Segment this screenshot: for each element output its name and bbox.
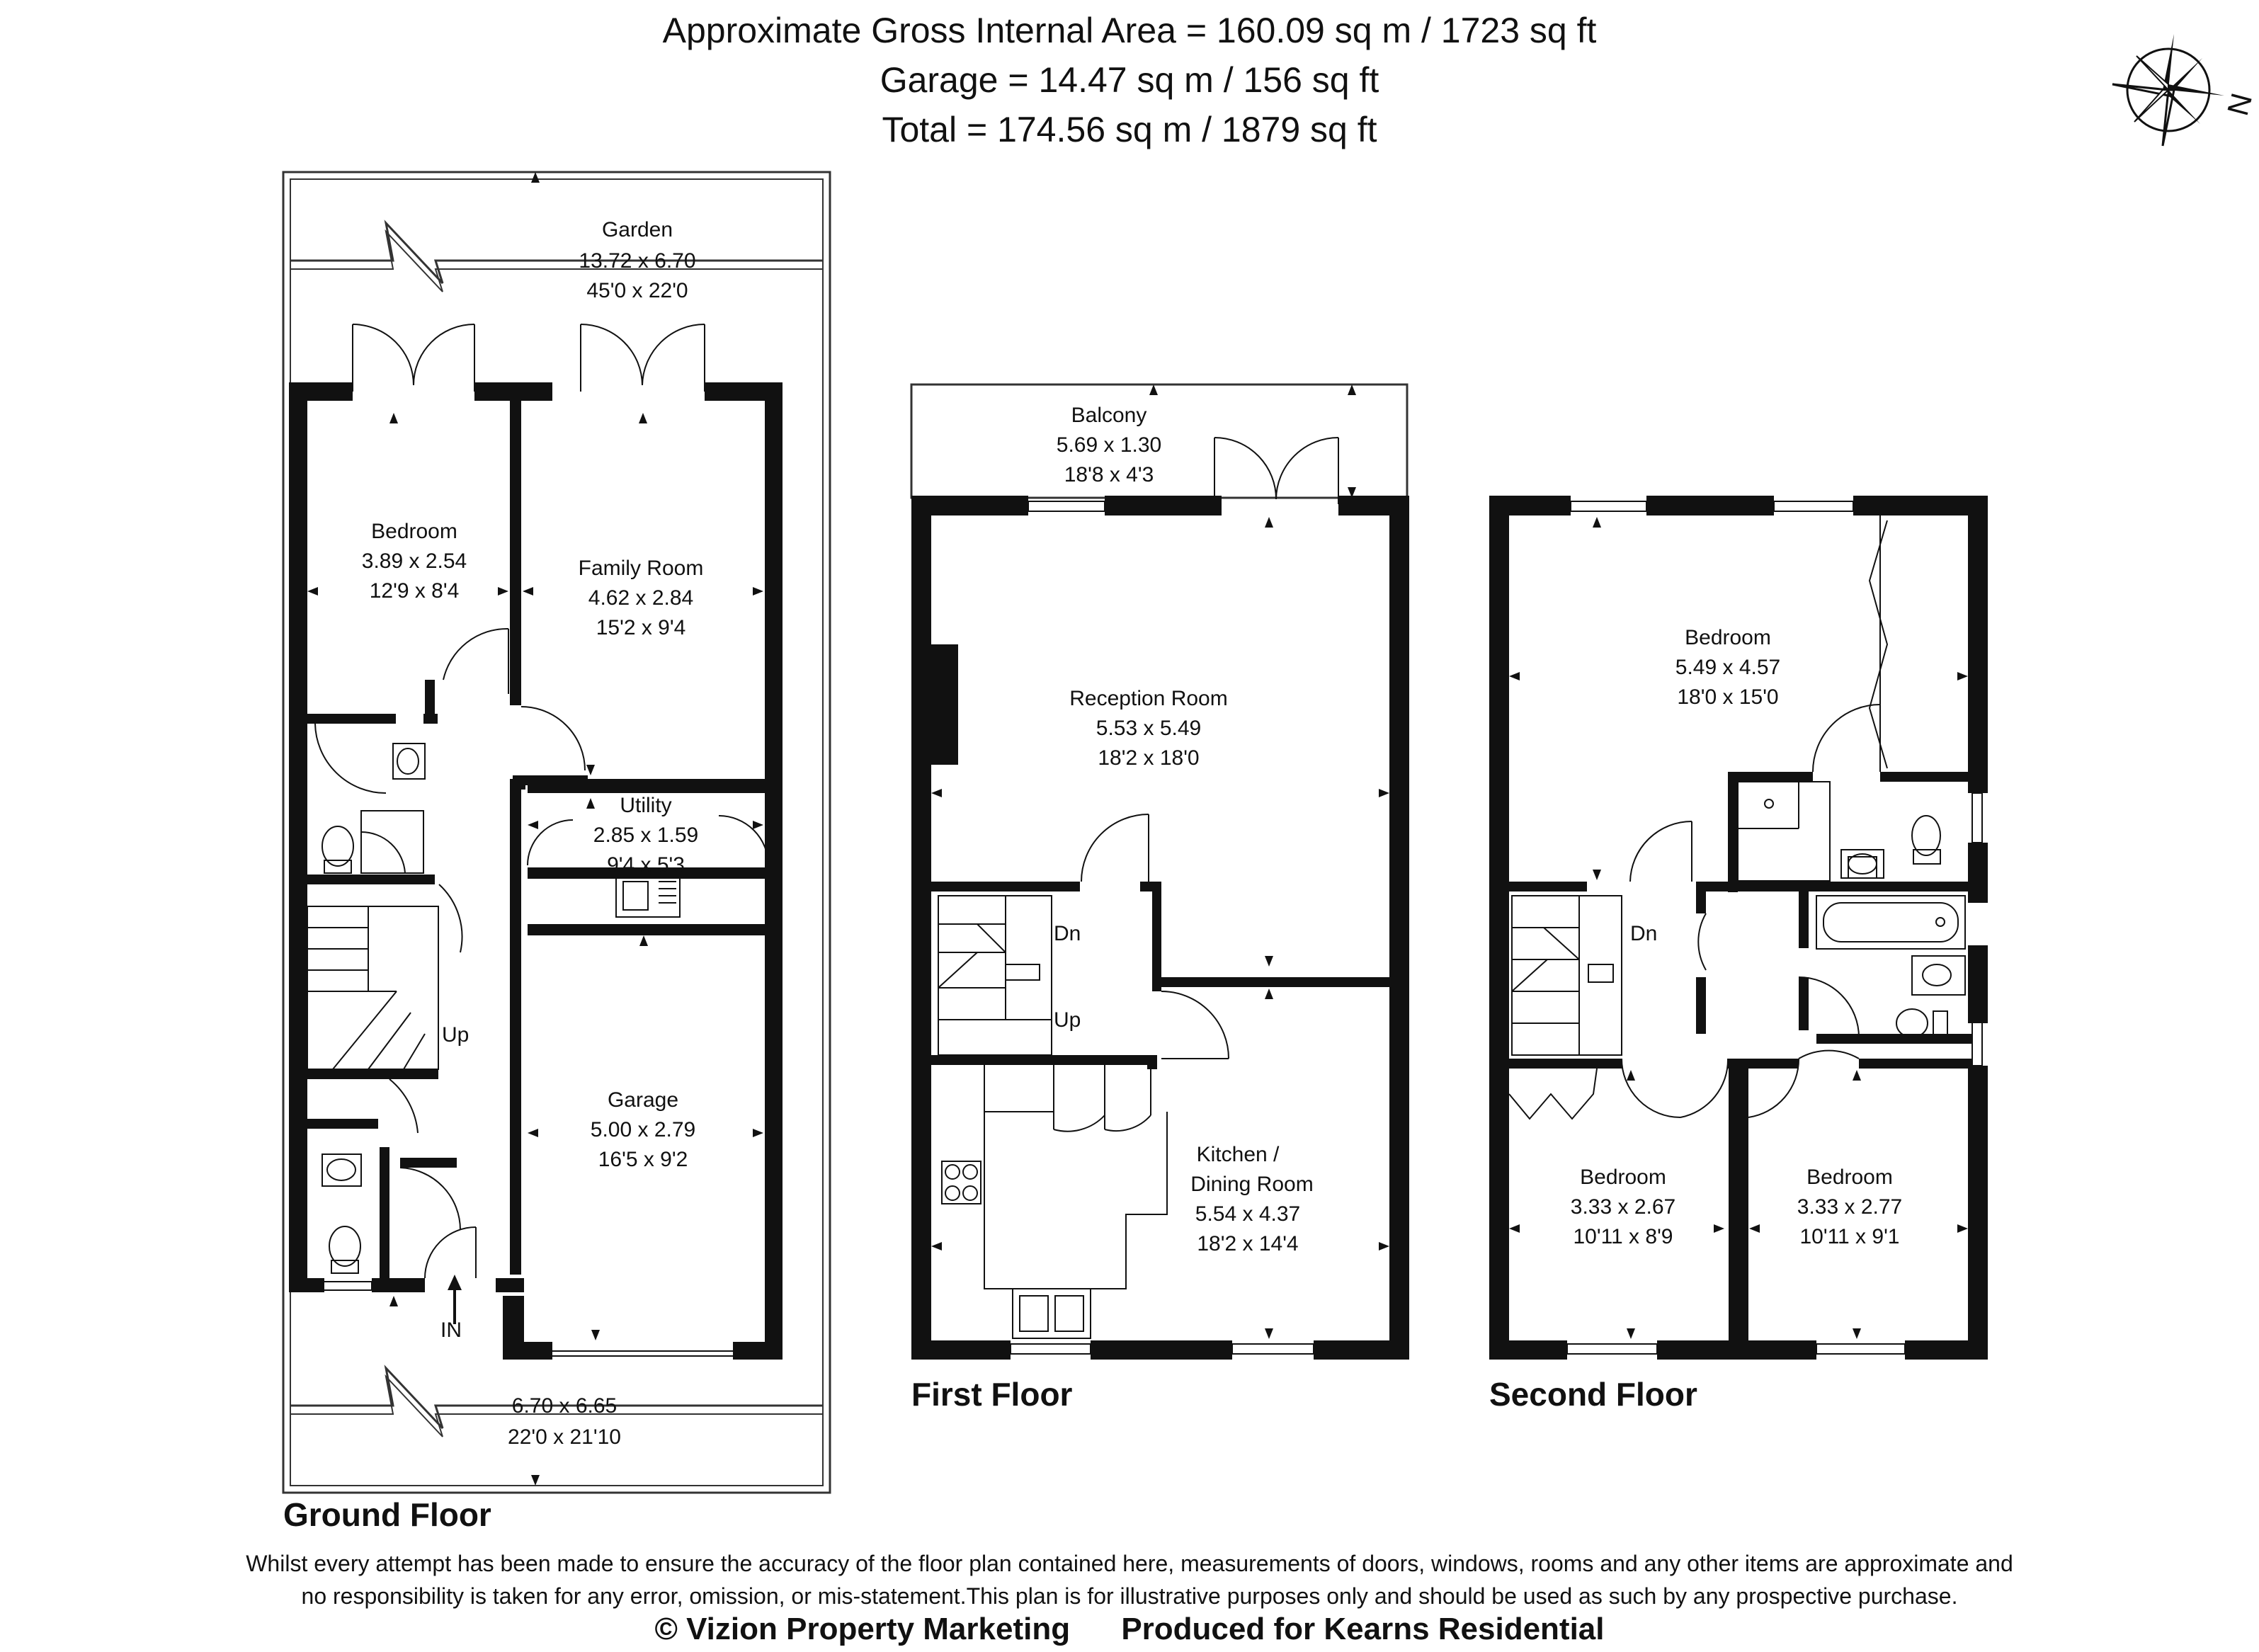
garden-imperial: 45'0 x 22'0 (586, 279, 688, 302)
gf-bedroom-metric: 3.89 x 2.54 (362, 549, 467, 573)
garden-metric: 13.72 x 6.70 (579, 249, 695, 273)
kitchen-name-line2: Dining Room (1190, 1173, 1313, 1196)
utility-name: Utility (620, 794, 671, 817)
first-floor-plan: Balcony 5.69 x 1.30 18'8 x 4'3 Reception… (910, 383, 1409, 1360)
disclaimer-line-1: Whilst every attempt has been made to en… (246, 1551, 2013, 1576)
garage-imperial: 16'5 x 9'2 (598, 1148, 688, 1171)
front-imperial: 22'0 x 21'10 (508, 1425, 621, 1449)
garage-name: Garage (608, 1088, 678, 1112)
second-floor-label: Second Floor (1489, 1376, 1697, 1413)
copyright-text: © Vizion Property Marketing (654, 1612, 1071, 1646)
ground-floor-label: Ground Floor (283, 1496, 491, 1533)
front-break-line (290, 1365, 823, 1430)
sf-master-bedroom-name: Bedroom (1685, 626, 1771, 649)
balcony-imperial: 18'8 x 4'3 (1064, 463, 1154, 486)
sf-bedroom-left-imperial: 10'11 x 8'9 (1573, 1225, 1673, 1248)
garage-metric: 5.00 x 2.79 (591, 1118, 695, 1141)
family-room-imperial: 15'2 x 9'4 (596, 616, 686, 639)
utility-imperial: 9'4 x 5'3 (607, 853, 685, 877)
gf-bedroom-name: Bedroom (371, 520, 457, 543)
north-label: N (2221, 90, 2258, 119)
ground-floor-plan: Garden 13.72 x 6.70 45'0 x 22'0 Bedroom … (282, 171, 831, 1494)
entrance-label: IN (440, 1318, 462, 1342)
utility-metric: 2.85 x 1.59 (593, 824, 698, 847)
sf-bedroom-left-name: Bedroom (1580, 1166, 1666, 1189)
garage-area-text: Garage = 14.47 sq m / 156 sq ft (880, 60, 1379, 100)
disclaimer-line-2: no responsibility is taken for any error… (301, 1583, 1958, 1609)
kitchen-name-line1: Kitchen / (1197, 1143, 1280, 1166)
front-metric: 6.70 x 6.65 (512, 1394, 617, 1418)
credits: © Vizion Property Marketing Produced for… (0, 1612, 2259, 1647)
balcony-name: Balcony (1071, 404, 1147, 427)
gross-area-text: Approximate Gross Internal Area = 160.09… (662, 11, 1597, 50)
site-boundary (282, 171, 831, 1494)
compass-icon: N (2112, 34, 2258, 147)
sf-bedroom-right-imperial: 10'11 x 9'1 (1799, 1225, 1899, 1248)
sf-bedroom-left-metric: 3.33 x 2.67 (1571, 1195, 1675, 1219)
reception-metric: 5.53 x 5.49 (1096, 717, 1201, 740)
entrance-arrow-icon (448, 1275, 462, 1324)
ff-stairs-down-label: Dn (1054, 922, 1081, 945)
second-floor-plan: Bedroom 5.49 x 4.57 18'0 x 15'0 Bedroom … (1489, 496, 1988, 1360)
kitchen-metric: 5.54 x 4.37 (1195, 1202, 1300, 1226)
total-area-text: Total = 174.56 sq m / 1879 sq ft (882, 110, 1377, 149)
produced-for-text: Produced for Kearns Residential (1121, 1612, 1605, 1646)
garden-break-line (290, 220, 823, 285)
balcony-metric: 5.69 x 1.30 (1057, 433, 1161, 457)
sf-bedroom-right-metric: 3.33 x 2.77 (1797, 1195, 1902, 1219)
sf-master-bedroom-imperial: 18'0 x 15'0 (1677, 685, 1778, 709)
kitchen-imperial: 18'2 x 14'4 (1197, 1232, 1298, 1255)
garden-name: Garden (602, 218, 673, 241)
first-floor-label: First Floor (911, 1376, 1073, 1413)
family-room-metric: 4.62 x 2.84 (588, 586, 693, 610)
reception-imperial: 18'2 x 18'0 (1098, 746, 1199, 770)
reception-name: Reception Room (1069, 687, 1227, 710)
ff-stairs-up-label: Up (1054, 1008, 1081, 1032)
family-room-name: Family Room (579, 557, 704, 580)
gf-stairs-up-label: Up (442, 1023, 469, 1047)
gf-bedroom-imperial: 12'9 x 8'4 (370, 579, 460, 603)
sf-bedroom-right-name: Bedroom (1806, 1166, 1893, 1189)
sf-stairs-down-label: Dn (1630, 922, 1657, 945)
sf-master-bedroom-metric: 5.49 x 4.57 (1675, 656, 1780, 679)
